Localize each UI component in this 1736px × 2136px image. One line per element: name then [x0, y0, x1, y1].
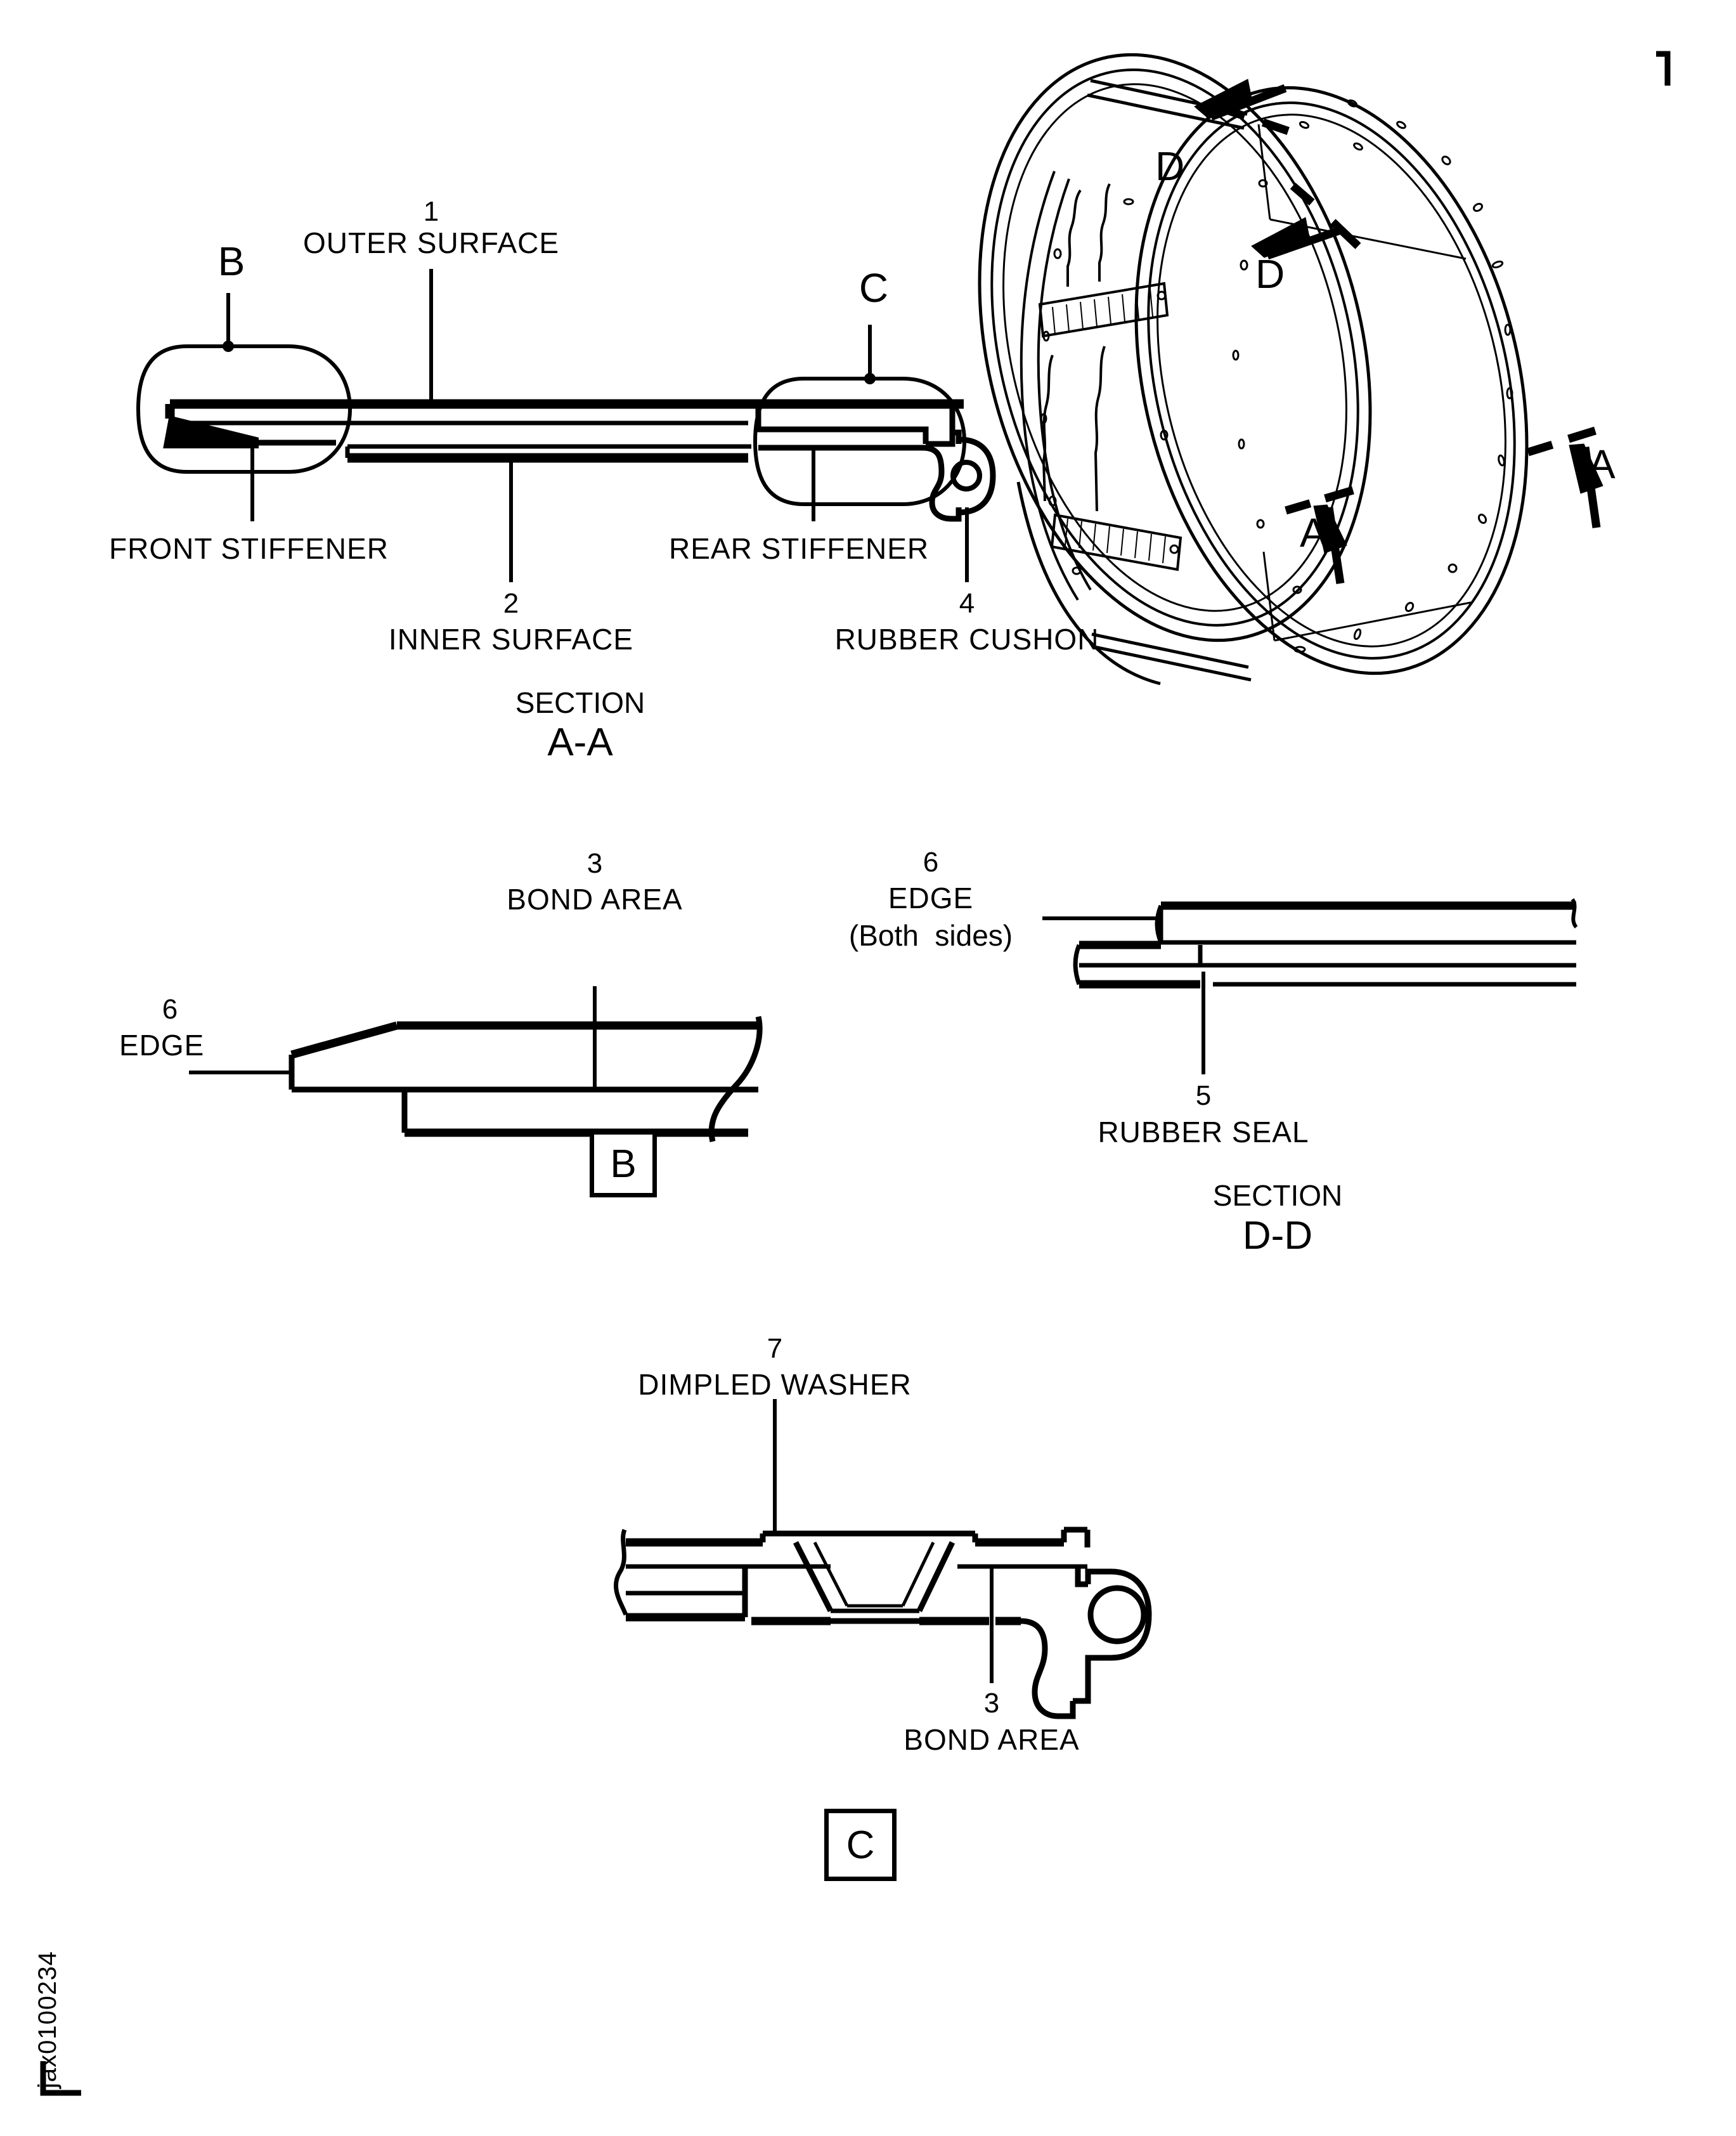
- callout-number-2: 2: [503, 588, 519, 619]
- detail-box-c: C: [824, 1809, 897, 1881]
- section-aa-profile: [163, 399, 996, 522]
- isometric-ring: [978, 53, 1529, 686]
- callout-label-rubber-cushon: RUBBER CUSHON: [834, 623, 1099, 656]
- detail-marker-c: C: [858, 265, 889, 311]
- section-dd-title-line2: D-D: [1242, 1214, 1313, 1258]
- detail-c-callout-number-7: 7: [767, 1333, 783, 1364]
- callout-number-1: 1: [423, 196, 439, 227]
- callout-label-outer-surface: OUTER SURFACE: [302, 226, 560, 259]
- iso-section-label-a-right: A: [1588, 441, 1616, 487]
- section-dd-title-line1: SECTION: [1212, 1179, 1343, 1212]
- detail-box-b: B: [590, 1130, 657, 1197]
- section-cut-a-right: [1527, 426, 1603, 528]
- section-cut-d-lower: [1251, 183, 1361, 260]
- detail-c-profile: [614, 1399, 1152, 1719]
- label-rear-stiffener: REAR STIFFENER: [669, 532, 930, 565]
- section-cut-a-left: [1285, 486, 1354, 584]
- iso-section-label-d-lower: D: [1255, 251, 1285, 297]
- section-aa-title-line1: SECTION: [515, 686, 645, 719]
- drawing-id-label: jax0100234: [34, 1951, 62, 2088]
- detail-b-callout-number-3: 3: [586, 848, 603, 879]
- iso-section-label-d-upper: D: [1155, 143, 1185, 189]
- label-front-stiffener: FRONT STIFFENER: [109, 532, 389, 565]
- detail-dd-callout-number-5: 5: [1195, 1080, 1212, 1111]
- section-aa-title-line2: A-A: [547, 720, 613, 764]
- iso-section-label-a-left: A: [1300, 510, 1327, 556]
- section-aa-leaders: [250, 269, 969, 582]
- detail-b-callout-number-6: 6: [162, 994, 178, 1025]
- detail-c-callout-label-bond-area: BOND AREA: [904, 1723, 1080, 1756]
- detail-bubble-c: [753, 377, 967, 506]
- section-cut-d-upper: [1194, 79, 1291, 136]
- registration-mark-top-right: [1656, 51, 1671, 86]
- section-dd-profile: [1042, 898, 1578, 1074]
- registration-mark-bottom-left: [40, 2061, 81, 2096]
- callout-label-inner-surface: INNER SURFACE: [388, 623, 634, 656]
- callout-number-4: 4: [959, 588, 975, 619]
- detail-b-profile: [189, 986, 763, 1143]
- detail-dd-callout-sublabel-both-sides: (Both sides): [848, 919, 1013, 952]
- detail-dd-callout-label-rubber-seal: RUBBER SEAL: [1098, 1116, 1309, 1149]
- detail-dd-callout-label-edge: EDGE: [888, 882, 974, 915]
- detail-marker-b: B: [217, 238, 245, 284]
- detail-b-callout-label-edge: EDGE: [119, 1029, 205, 1062]
- detail-dd-callout-number-6: 6: [923, 847, 939, 878]
- detail-c-callout-number-3: 3: [983, 1688, 1000, 1719]
- detail-b-callout-label-bond-area: BOND AREA: [507, 883, 683, 916]
- detail-c-callout-label-dimpled-washer: DIMPLED WASHER: [638, 1368, 912, 1401]
- detail-bubble-b: [136, 344, 353, 474]
